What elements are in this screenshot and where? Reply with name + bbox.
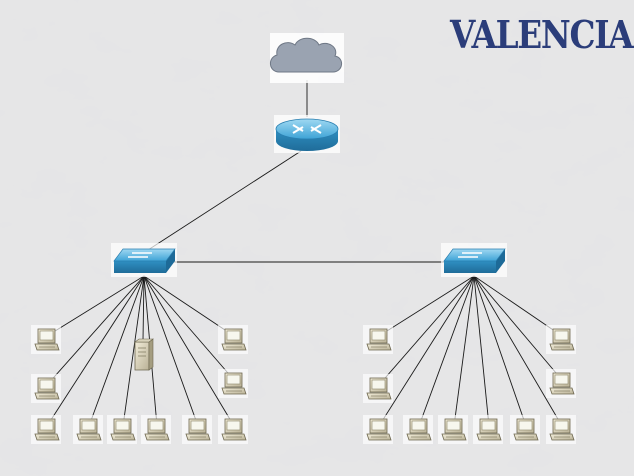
pc-icon [141, 415, 171, 444]
cloud-icon [270, 33, 344, 83]
pc-icon [31, 374, 61, 403]
link-switch-right-to-pc-right-4 [418, 275, 475, 427]
link-switch-left-to-pc-left-8 [143, 275, 235, 427]
pc-icon [107, 415, 137, 444]
pc-icon [218, 369, 248, 398]
link-router-to-switch-left [147, 150, 302, 251]
link-switch-right-to-pc-right-3 [378, 275, 475, 427]
link-switch-left-to-pc-left-2 [46, 275, 145, 386]
link-switch-right-to-pc-right-1 [378, 275, 475, 337]
link-switch-right-to-pc-right-8 [473, 275, 563, 427]
node-layer [31, 33, 576, 444]
link-switch-left-to-pc-left-4 [88, 275, 145, 427]
link-switch-right-to-pc-right-6 [473, 275, 490, 427]
pc-icon [473, 415, 503, 444]
link-switch-left-to-pc-left-10 [143, 275, 235, 381]
pc-icon [73, 415, 103, 444]
pc-icon [363, 374, 393, 403]
link-switch-left-to-pc-left-5 [122, 275, 145, 427]
pc-icon [546, 369, 576, 398]
pc-icon [31, 325, 61, 354]
router-icon [274, 115, 340, 153]
page-title: VALENCIA [450, 12, 634, 57]
pc-icon [363, 415, 393, 444]
pc-icon [31, 415, 61, 444]
link-switch-left-to-pc-left-1 [46, 275, 145, 337]
pc-icon [438, 415, 468, 444]
link-switch-right-to-pc-right-7 [473, 275, 527, 427]
pc-icon [218, 415, 248, 444]
link-switch-right-to-pc-right-5 [453, 275, 475, 427]
link-switch-left-to-pc-left-7 [143, 275, 199, 427]
link-switch-right-to-pc-right-2 [378, 275, 475, 386]
link-switch-left-to-pc-left-3 [46, 275, 145, 427]
pc-icon [546, 415, 576, 444]
pc-icon [182, 415, 212, 444]
pc-icon [546, 325, 576, 354]
switch-icon [441, 243, 507, 277]
pc-icon [218, 325, 248, 354]
switch-icon [111, 243, 177, 277]
link-switch-right-to-pc-right-10 [473, 275, 563, 381]
server-tower-icon [134, 338, 154, 371]
pc-icon [403, 415, 433, 444]
pc-icon [510, 415, 540, 444]
pc-icon [363, 325, 393, 354]
link-switch-left-to-server-left [142, 275, 145, 341]
